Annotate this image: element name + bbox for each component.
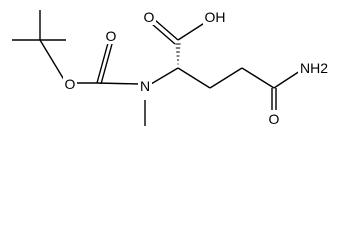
bond-nitrogen-to-alpha-carbon bbox=[150, 67, 179, 85]
atom-labels: O O N O OH NH2 O bbox=[63, 9, 332, 127]
bond-gamma-to-amide-carbon bbox=[241, 67, 275, 89]
bond-tbu-to-oxygen bbox=[39, 39, 67, 84]
bond-carbonyl-double-a bbox=[96, 42, 109, 84]
hashed-wedge-lines bbox=[175, 43, 181, 65]
atom-n-methyl: N bbox=[140, 78, 150, 94]
carbamate-group bbox=[74, 42, 140, 85]
bond-beta-to-gamma bbox=[209, 67, 243, 89]
bond-acid-double-a bbox=[154, 19, 179, 41]
bond-carbonyl-to-nitrogen bbox=[96, 82, 140, 85]
bond-alpha-to-beta bbox=[177, 67, 211, 89]
atom-nh2: NH2 bbox=[300, 60, 328, 76]
atom-o-ester: O bbox=[65, 76, 76, 92]
bond-carbonyl-double-b bbox=[100, 43, 113, 85]
n-methyl-group bbox=[144, 67, 179, 126]
side-chain bbox=[177, 67, 301, 112]
bond-acid-carbon-to-oh bbox=[177, 21, 207, 41]
carboxylic-acid-group bbox=[151, 19, 207, 65]
atom-o-acid: O bbox=[144, 9, 155, 25]
molecule-diagram: O O N O OH NH2 O bbox=[12, 9, 332, 127]
atom-o-carbamate: O bbox=[106, 28, 117, 44]
bond-amide-carbon-to-nh2 bbox=[273, 70, 301, 89]
bond-acid-double-b bbox=[151, 23, 176, 45]
atom-oh: OH bbox=[205, 9, 226, 25]
atom-o-amide: O bbox=[269, 111, 280, 127]
tert-butyl-group bbox=[12, 10, 67, 84]
